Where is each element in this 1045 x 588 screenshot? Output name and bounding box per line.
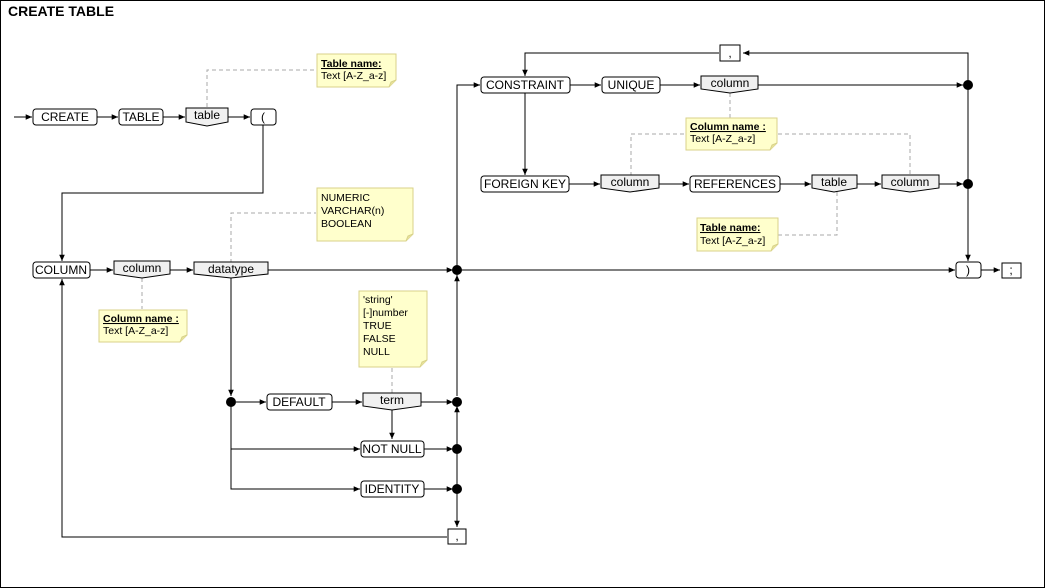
svg-text:Table name:: Table name:	[700, 222, 761, 234]
svg-text:FALSE: FALSE	[363, 333, 396, 345]
svg-text:,: ,	[728, 46, 731, 60]
svg-text:term: term	[380, 393, 404, 407]
references-keyword: REFERENCES	[689, 175, 781, 193]
comma-bottom-box: ,	[447, 528, 467, 545]
table-placeholder: table	[185, 107, 229, 127]
datatype-placeholder: datatype	[193, 261, 269, 279]
svg-text:column: column	[611, 175, 650, 189]
term-placeholder: term	[362, 392, 422, 411]
svg-text:Text [A-Z_a-z]: Text [A-Z_a-z]	[700, 235, 765, 247]
not-null-keyword: NOT NULL	[360, 440, 425, 458]
svg-text:REFERENCES: REFERENCES	[694, 177, 776, 191]
comma-top-box: ,	[719, 44, 741, 62]
note-datatypes: NUMERIC VARCHAR(n) BOOLEAN	[316, 187, 414, 242]
svg-text:column: column	[123, 261, 162, 275]
table-keyword: TABLE	[118, 108, 164, 126]
junction-dot	[452, 397, 462, 407]
svg-text:,: ,	[455, 529, 458, 543]
svg-text:Column name :: Column name :	[690, 121, 766, 133]
ref-column-placeholder: column	[881, 174, 940, 193]
svg-text:[-]number: [-]number	[363, 307, 408, 319]
svg-text:COLUMN: COLUMN	[35, 263, 87, 277]
svg-text:TRUE: TRUE	[363, 320, 392, 332]
column-keyword: COLUMN	[32, 261, 91, 279]
svg-text:Text [A-Z_a-z]: Text [A-Z_a-z]	[103, 325, 168, 337]
svg-text:'string': 'string'	[363, 294, 393, 306]
svg-text:Text [A-Z_a-z]: Text [A-Z_a-z]	[321, 70, 386, 82]
connector-lines	[14, 50, 1000, 538]
foreign-key-keyword: FOREIGN KEY	[480, 175, 570, 193]
junction-dot	[452, 484, 462, 494]
svg-text:table: table	[821, 175, 847, 189]
fk-column-placeholder: column	[600, 174, 660, 193]
svg-text:BOOLEAN: BOOLEAN	[321, 218, 372, 230]
svg-text:;: ;	[1009, 263, 1012, 277]
junction-dot	[452, 265, 462, 275]
svg-text:FOREIGN KEY: FOREIGN KEY	[484, 177, 566, 191]
svg-text:CONSTRAINT: CONSTRAINT	[486, 78, 565, 92]
svg-text:IDENTITY: IDENTITY	[365, 482, 420, 496]
create-keyword: CREATE	[32, 108, 98, 126]
notes: Table name: Text [A-Z_a-z] NUMERIC VARCH…	[98, 53, 779, 368]
svg-text:UNIQUE: UNIQUE	[608, 78, 655, 92]
lparen-keyword: (	[250, 108, 277, 126]
note-connectors	[141, 69, 911, 393]
svg-text:CREATE: CREATE	[41, 110, 89, 124]
placeholder-boxes: table column datatype term column column…	[113, 75, 940, 411]
svg-text:Table name:: Table name:	[321, 58, 382, 70]
default-keyword: DEFAULT	[266, 393, 333, 411]
svg-text:column: column	[891, 175, 930, 189]
junction-dots	[226, 80, 973, 494]
note-terms: 'string' [-]number TRUE FALSE NULL	[358, 290, 428, 368]
svg-text:(: (	[261, 110, 265, 124]
svg-text:DEFAULT: DEFAULT	[272, 395, 326, 409]
svg-text:datatype: datatype	[208, 262, 254, 276]
unique-keyword: UNIQUE	[601, 76, 661, 94]
semicolon-box: ;	[1001, 262, 1022, 279]
constraint-keyword: CONSTRAINT	[480, 76, 571, 94]
svg-text:TABLE: TABLE	[122, 110, 159, 124]
note-table-name-top: Table name: Text [A-Z_a-z]	[316, 53, 397, 88]
svg-text:table: table	[194, 108, 220, 122]
keyword-boxes: CREATE TABLE ( COLUMN DEFAULT NOT NULL I…	[32, 44, 1022, 545]
junction-dot	[963, 179, 973, 189]
identity-keyword: IDENTITY	[360, 480, 425, 498]
diagram-title: CREATE TABLE	[8, 3, 115, 19]
rparen-keyword: )	[955, 261, 982, 279]
svg-text:Text [A-Z_a-z]: Text [A-Z_a-z]	[690, 133, 755, 145]
note-table-name-right: Table name: Text [A-Z_a-z]	[696, 217, 779, 252]
column-placeholder: column	[113, 260, 171, 279]
svg-text:NULL: NULL	[363, 346, 390, 358]
svg-text:column: column	[711, 76, 750, 90]
ref-table-placeholder: table	[811, 174, 858, 193]
junction-dot	[963, 80, 973, 90]
svg-text:VARCHAR(n): VARCHAR(n)	[321, 205, 384, 217]
svg-text:NUMERIC: NUMERIC	[321, 192, 370, 204]
svg-text:NOT NULL: NOT NULL	[362, 442, 421, 456]
svg-text:): )	[966, 263, 970, 277]
junction-dot	[226, 397, 236, 407]
note-column-name-left: Column name : Text [A-Z_a-z]	[98, 309, 188, 343]
junction-dot	[452, 444, 462, 454]
note-column-name-right: Column name : Text [A-Z_a-z]	[685, 117, 778, 151]
unique-column-placeholder: column	[700, 75, 759, 94]
svg-text:Column name :: Column name :	[103, 313, 179, 325]
